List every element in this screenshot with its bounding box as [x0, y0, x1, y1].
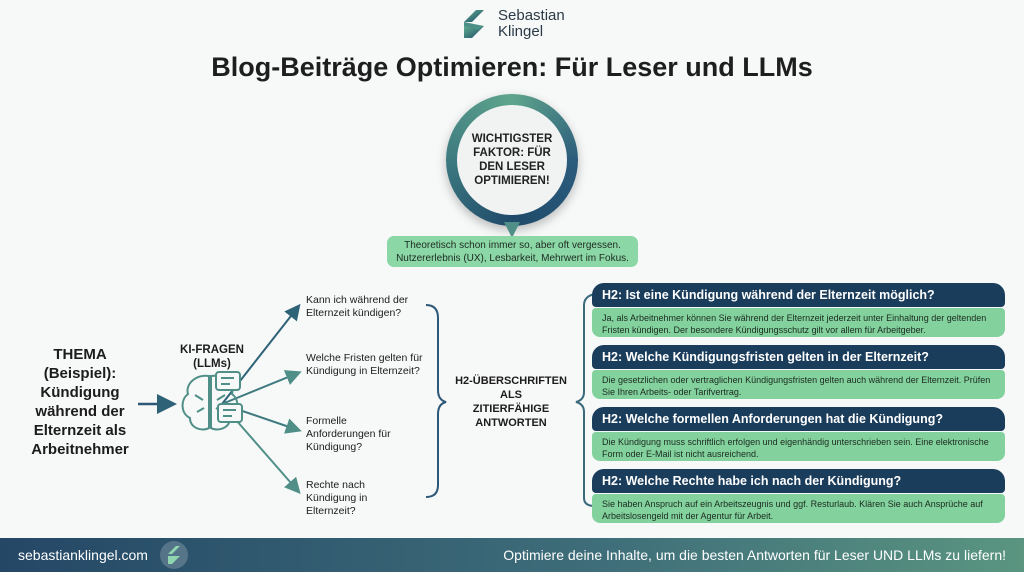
card-body: Die Kündigung muss schriftlich erfolgen …	[592, 432, 1005, 461]
answer-card-4: H2: Welche Rechte habe ich nach der Künd…	[592, 469, 1005, 523]
card-body: Sie haben Anspruch auf ein Arbeitszeugni…	[592, 494, 1005, 523]
key-factor-line: DEN LESER	[479, 161, 545, 173]
key-factor-text: WICHTIGSTER FAKTOR: FÜR DEN LESER OPTIMIERE…	[457, 105, 567, 215]
card-heading: H2: Welche Rechte habe ich nach der Künd…	[592, 469, 1005, 493]
h2-label: H2-ÜBERSCHRIFTEN ALS ZITIERFÄHIGE ANTWORTEN	[446, 374, 576, 430]
reader-note: Theoretisch schon immer so, aber oft ver…	[387, 236, 638, 267]
card-heading: H2: Welche formellen Anforderungen hat d…	[592, 407, 1005, 431]
ki-questions-label: KI-FRAGEN (LLMs)	[172, 343, 252, 371]
card-body: Ja, als Arbeitnehmer können Sie während …	[592, 308, 1005, 337]
h2-label-line: ZITIERFÄHIGE	[472, 403, 550, 415]
footer-tagline: Optimiere deine Inhalte, um die besten A…	[503, 547, 1006, 563]
page-title: Blog-Beiträge Optimieren: Für Leser und …	[211, 52, 813, 82]
brand-name-line1: Sebastian	[498, 7, 565, 24]
brain-icon	[181, 371, 243, 431]
ki-line: KI-FRAGEN	[180, 344, 244, 356]
key-factor-line: FAKTOR: FÜR	[473, 147, 551, 159]
question-4: Rechte nach Kündigung in Elternzeit?	[306, 479, 368, 517]
h2-label-line: ANTWORTEN	[475, 417, 547, 429]
topic-line: Elternzeit als	[33, 422, 127, 439]
questions-brace	[425, 304, 447, 498]
footer-url[interactable]: sebastianklingel.com	[18, 547, 148, 563]
key-factor-circle: WICHTIGSTER FAKTOR: FÜR DEN LESER OPTIMIERE…	[446, 94, 578, 226]
question-2: Welche Fristen gelten für Kündigung in E…	[306, 352, 423, 377]
note-line: Theoretisch schon immer so, aber oft ver…	[404, 240, 621, 251]
answer-card-3: H2: Welche formellen Anforderungen hat d…	[592, 407, 1005, 461]
footer-logo-icon	[159, 541, 188, 569]
topic-line: Arbeitnehmer	[31, 441, 129, 458]
brand-name-line2: Klingel	[498, 23, 544, 40]
note-line: Nutzererlebnis (UX), Lesbarkeit, Mehrwer…	[396, 253, 629, 264]
key-factor-line: OPTIMIEREN!	[474, 175, 550, 187]
question-arrow-2	[221, 370, 302, 405]
question-3: Formelle Anforderungen für Kündigung?	[306, 415, 391, 453]
ki-line: (LLMs)	[193, 358, 231, 370]
answer-card-1: H2: Ist eine Kündigung während der Elter…	[592, 283, 1005, 337]
key-factor-line: WICHTIGSTER	[471, 133, 553, 145]
h2-label-line: H2-ÜBERSCHRIFTEN	[455, 375, 567, 387]
topic-line: THEMA	[53, 346, 107, 363]
footer: sebastianklingel.com Optimiere deine Inh…	[0, 538, 1024, 572]
topic-line: Kündigung	[40, 384, 120, 401]
answer-card-2: H2: Welche Kündigungsfristen gelten in d…	[592, 345, 1005, 399]
topic-line: während der	[35, 403, 125, 420]
h2-label-line: ALS	[500, 389, 522, 401]
logo-icon	[464, 10, 484, 38]
card-heading: H2: Welche Kündigungsfristen gelten in d…	[592, 345, 1005, 369]
question-1: Kann ich während der Elternzeit kündigen…	[306, 294, 409, 319]
answers-brace	[575, 292, 606, 507]
card-heading: H2: Ist eine Kündigung während der Elter…	[592, 283, 1005, 307]
card-body: Die gesetzlichen oder vertraglichen Künd…	[592, 370, 1005, 399]
topic-line: (Beispiel):	[43, 365, 117, 382]
